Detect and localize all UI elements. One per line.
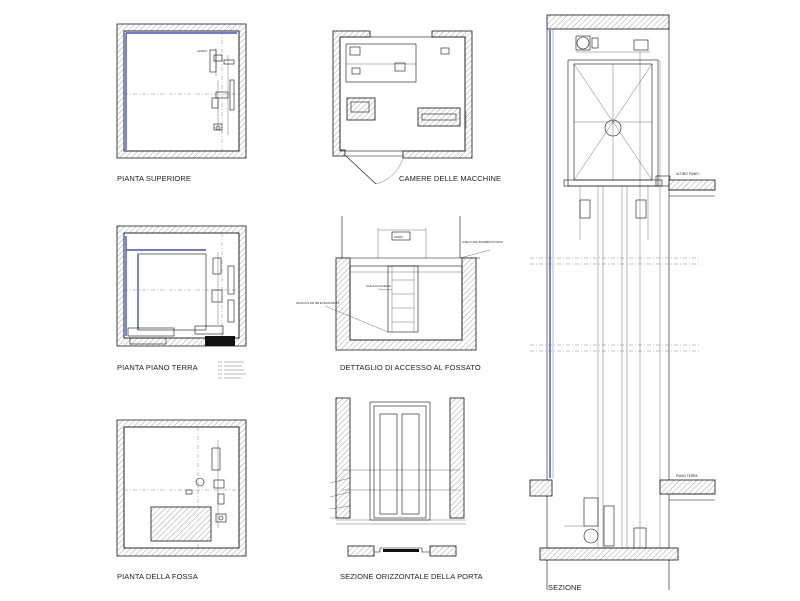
pit-access-view: PORTA LIVELLO DEL PAVIMENTO FINITO SCALA… xyxy=(296,216,503,372)
elevator-car xyxy=(563,59,671,187)
floor-level-note: LIVELLO DEL PAVIMENTO FINITO xyxy=(462,240,503,244)
pit-plan-view: PIANTA DELLA FOSSA xyxy=(116,419,247,581)
top-floor-label: ULTIMO PIANO xyxy=(676,172,699,176)
ground-floor-label: PIANO TERRA xyxy=(676,474,698,478)
controller-cabinet: · xyxy=(345,43,417,83)
ladder-note: SCALA DI ACCESSO xyxy=(366,284,391,288)
door-section-view: SEZIONE ORIZZONTALE DELLA PORTA xyxy=(329,397,483,581)
pit-recess-note: INCAVO DI 100 MM E PROFONDITÀ xyxy=(296,301,340,305)
door-section-title: SEZIONE ORIZZONTALE DELLA PORTA xyxy=(340,572,483,581)
ground-plan-title: PIANTA PIANO TERRA xyxy=(117,363,198,372)
top-plan-view: GANCIO PIANTA SUPERIORE xyxy=(116,23,247,183)
machine-room-title: CAMERE DELLE MACCHINE xyxy=(399,174,501,183)
landing-door-glass-panels xyxy=(379,413,420,515)
pit-equipment xyxy=(564,497,647,549)
pit-ladder xyxy=(387,265,419,333)
ground-plan-view: PIANTA PIANO TERRA xyxy=(116,225,247,379)
hook-note: GANCIO xyxy=(197,49,207,53)
svg-text:·: · xyxy=(377,60,378,63)
pit-buffer-assembly xyxy=(185,440,227,528)
machine-room-door xyxy=(345,155,404,185)
section-break-lines xyxy=(530,257,700,352)
traction-machine xyxy=(575,35,650,53)
guide-rail-assembly-ground xyxy=(211,252,235,325)
section-title: SEZIONE xyxy=(548,583,582,592)
pit-access-title: DETTAGLIO DI ACCESSO AL FOSSATO xyxy=(340,363,481,372)
pit-plan-title: PIANTA DELLA FOSSA xyxy=(117,572,198,581)
shaft-section-view: ULTIMO PIANO PIANO TERRA SEZIONE xyxy=(529,14,716,592)
ground-plan-legend xyxy=(218,361,246,379)
door-note: PORTA xyxy=(394,235,403,239)
guide-rail-assembly xyxy=(209,48,235,135)
machine-room-view: · CAMERE DELLE MACCHINE xyxy=(332,30,501,185)
top-plan-title: PIANTA SUPERIORE xyxy=(117,174,191,183)
